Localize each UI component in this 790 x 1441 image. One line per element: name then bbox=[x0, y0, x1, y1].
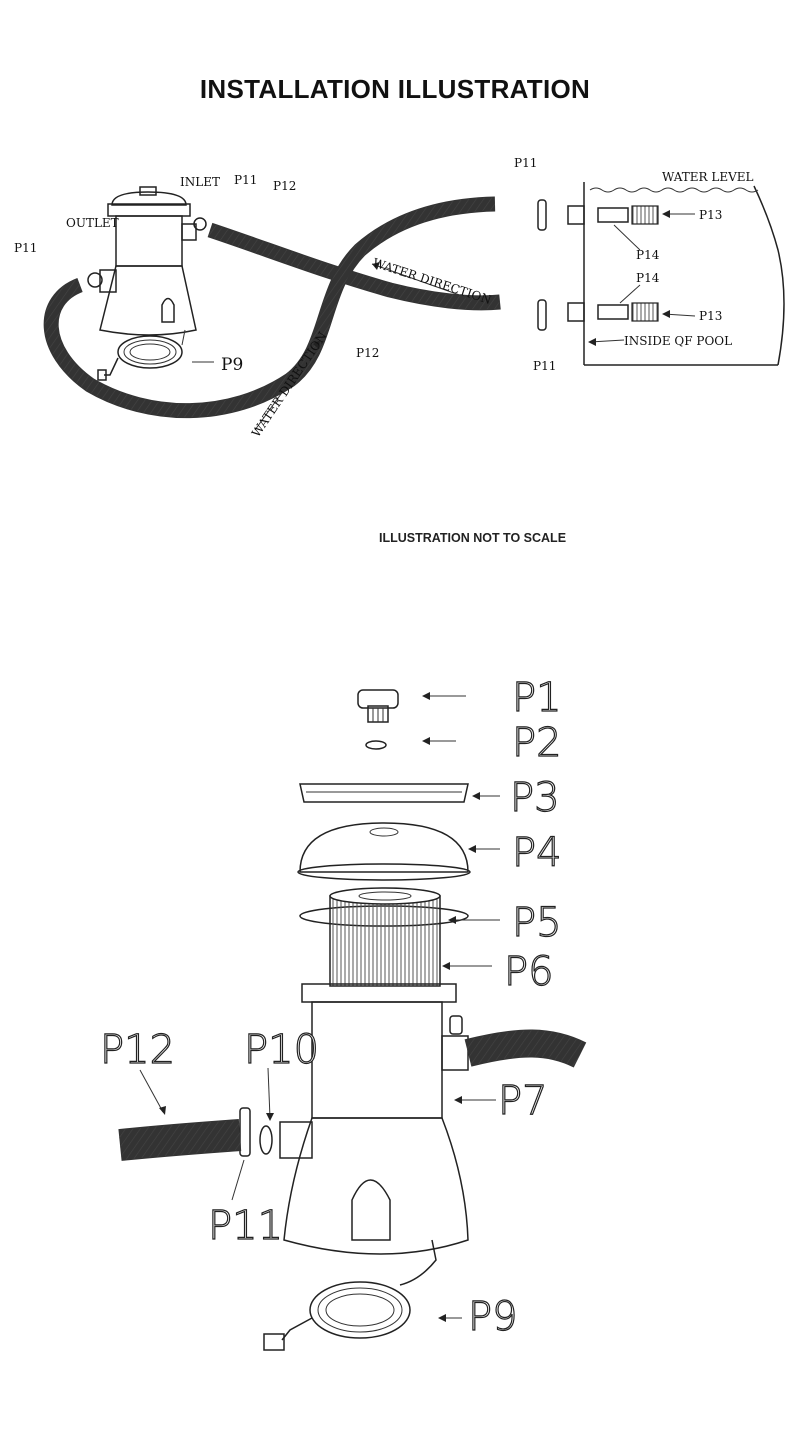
top-hoses bbox=[43, 196, 501, 431]
label-p1: P1 bbox=[512, 675, 562, 721]
exploded-pump bbox=[118, 689, 587, 1351]
label-water-level: WATER LEVEL bbox=[662, 170, 754, 184]
label-p6: P6 bbox=[504, 949, 554, 995]
label-p11-outlet: P11 bbox=[14, 241, 37, 255]
label-p14-top: P14 bbox=[636, 248, 660, 262]
exploded-leaders bbox=[139, 692, 500, 1322]
label-p2: P2 bbox=[512, 720, 562, 766]
pool-fittings bbox=[537, 199, 696, 346]
label-p13-bottom: P13 bbox=[699, 309, 722, 323]
scale-note: ILLUSTRATION NOT TO SCALE bbox=[379, 531, 567, 545]
label-inside-pool: INSIDE QF POOL bbox=[624, 334, 732, 348]
top-pump bbox=[87, 186, 207, 336]
label-p4: P4 bbox=[512, 830, 562, 876]
label-p11: P11 bbox=[208, 1203, 283, 1249]
label-p12: P12 bbox=[100, 1027, 175, 1073]
label-p9-top: P9 bbox=[221, 355, 243, 375]
label-p14-bottom: P14 bbox=[636, 271, 660, 285]
label-p11-inlet: P11 bbox=[234, 173, 257, 187]
label-water-direction-2: WATER DIRECTION bbox=[249, 329, 330, 439]
label-p13-top: P13 bbox=[699, 208, 722, 222]
label-p12-bottom: P12 bbox=[356, 346, 379, 360]
label-p11-pool-top: P11 bbox=[514, 156, 537, 170]
label-p3: P3 bbox=[510, 775, 560, 821]
label-outlet: OUTLET bbox=[66, 216, 119, 230]
label-p7: P7 bbox=[498, 1078, 548, 1124]
label-p12-top: P12 bbox=[273, 179, 296, 193]
label-p11-pool-bottom: P11 bbox=[533, 359, 556, 373]
label-p10: P10 bbox=[244, 1027, 319, 1073]
label-inlet: INLET bbox=[180, 175, 220, 189]
label-p9: P9 bbox=[468, 1294, 518, 1340]
page-title: INSTALLATION ILLUSTRATION bbox=[199, 74, 591, 104]
exploded-labels: P1 P2 P3 P4 P5 P6 P7 P9 P10 P11 P12 bbox=[99, 674, 562, 1340]
top-cord bbox=[97, 329, 214, 381]
label-p5: P5 bbox=[512, 900, 562, 946]
